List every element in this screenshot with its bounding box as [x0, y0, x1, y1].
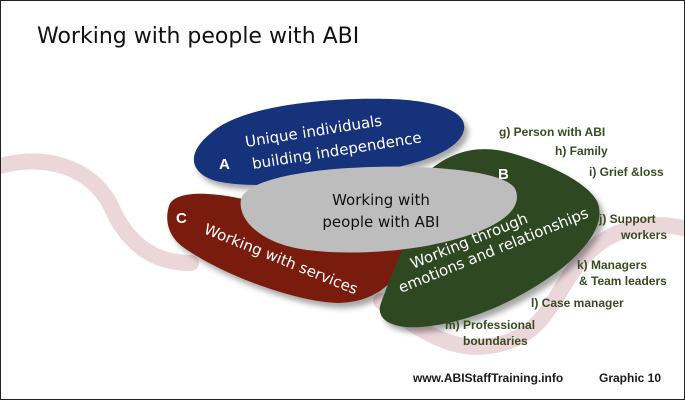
item-m-line2: boundaries	[463, 334, 528, 348]
center-label-line1: Working with	[332, 191, 430, 209]
shape-a-letter: A	[219, 156, 230, 173]
item-m-line1: m) Professional	[445, 318, 535, 332]
item-h: h) Family	[555, 144, 608, 158]
item-j-line1: j) Support	[598, 212, 656, 226]
item-i: i) Grief &loss	[589, 165, 664, 179]
graphic-number: Graphic 10	[599, 371, 661, 385]
item-k-line2: & Team leaders	[579, 274, 667, 288]
shape-b-letter: B	[498, 166, 509, 183]
shape-a-unique-individuals	[193, 98, 465, 185]
shape-center-working-with-people	[240, 166, 517, 253]
center-label-line2: people with ABI	[322, 213, 439, 231]
shape-c-letter: C	[176, 210, 187, 227]
item-k-line1: k) Managers	[577, 258, 647, 272]
item-g: g) Person with ABI	[499, 125, 605, 139]
page-title: Working with people with ABI	[37, 24, 359, 49]
item-l: l) Case manager	[531, 296, 624, 310]
shape-c-working-with-services	[167, 193, 406, 303]
background-swirl	[1, 153, 684, 356]
website-link[interactable]: www.ABIStaffTraining.info	[412, 371, 563, 385]
item-j-line2: workers	[620, 228, 667, 242]
